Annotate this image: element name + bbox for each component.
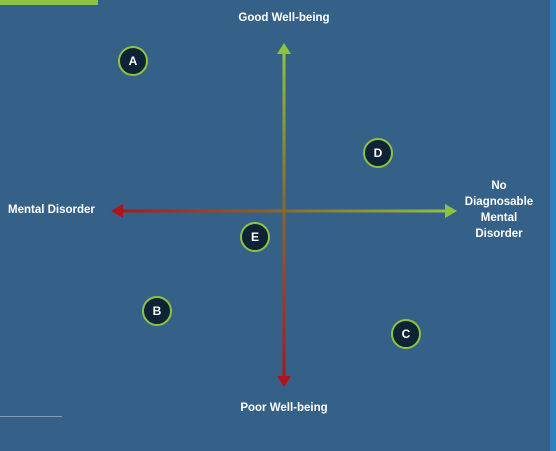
axis-label-right-line: No bbox=[491, 180, 507, 192]
marker-b: B bbox=[142, 296, 172, 326]
marker-c: C bbox=[391, 319, 421, 349]
right-edge-strip bbox=[550, 0, 556, 451]
marker-a: A bbox=[118, 46, 148, 76]
arrowhead-down bbox=[277, 376, 291, 387]
axis-label-right-line: Diagnosable bbox=[464, 196, 534, 208]
axis-label-right-line: Disorder bbox=[475, 228, 523, 240]
footer-divider bbox=[0, 416, 62, 417]
axis-label-right: No Diagnosable Mental Disorder bbox=[454, 178, 544, 242]
axis-label-bottom: Poor Well-being bbox=[240, 402, 328, 414]
axis-label-left: Mental Disorder bbox=[8, 204, 95, 216]
axis-label-top: Good Well-being bbox=[238, 12, 330, 24]
marker-d: D bbox=[363, 138, 393, 168]
arrowhead-left bbox=[111, 204, 123, 218]
axis-label-right-line: Mental bbox=[480, 212, 518, 224]
top-accent-bar bbox=[0, 0, 98, 5]
arrowhead-up bbox=[277, 43, 291, 54]
marker-e: E bbox=[240, 222, 270, 252]
arrowhead-right bbox=[445, 204, 457, 218]
